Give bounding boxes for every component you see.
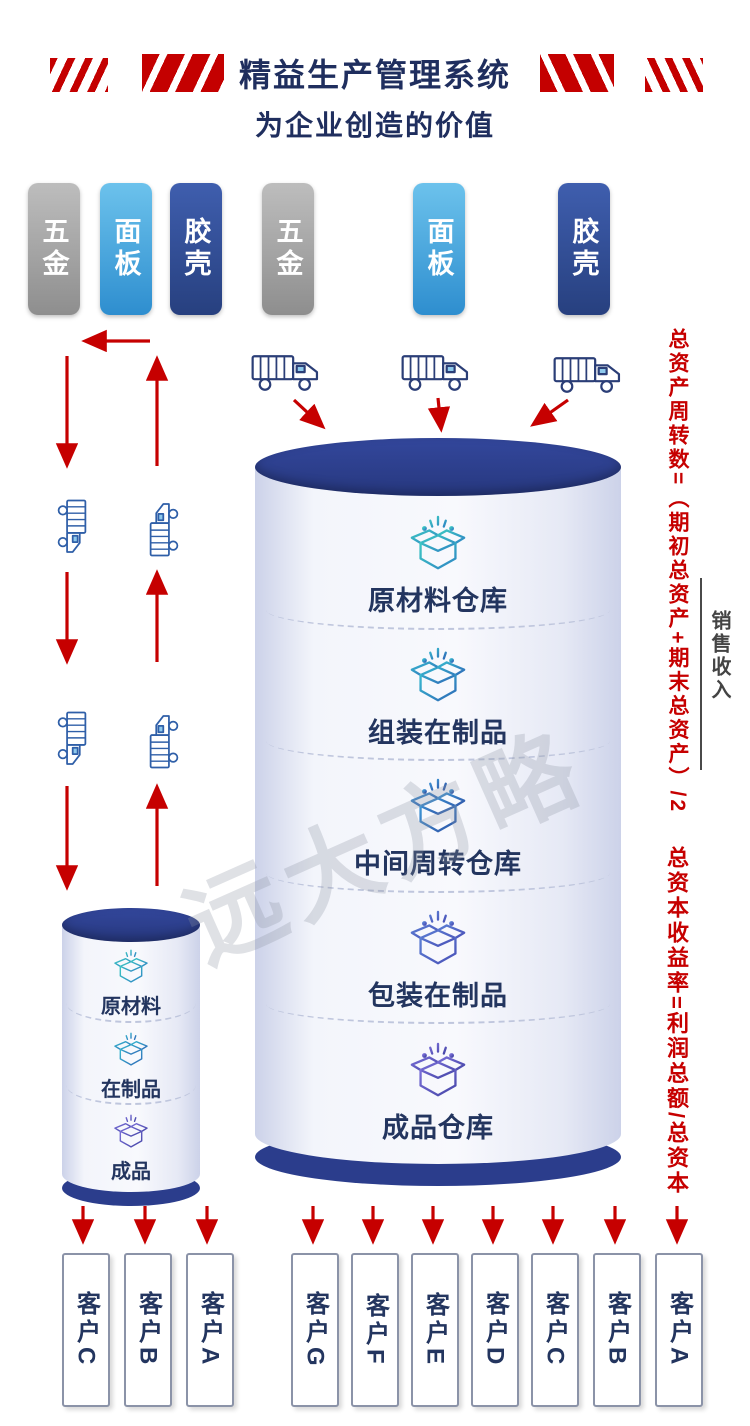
section-divider xyxy=(265,610,611,630)
material-label: 胶壳 xyxy=(180,217,211,281)
small-warehouse-cylinder: 原材料 在制品 成品 xyxy=(62,908,200,1206)
customer-box: 客户B xyxy=(124,1253,172,1407)
formula-capital-return: 总资本收益率=利润总额/总资本 xyxy=(664,846,689,1196)
open-box-icon xyxy=(410,1042,466,1097)
cylinder-top xyxy=(62,908,200,942)
customer-label: 客户B xyxy=(603,1291,631,1369)
open-box-icon xyxy=(114,949,148,983)
customer-label: 客户F xyxy=(361,1292,389,1368)
formula-asset-turnover: 总资产周转数=（期初总资产+期末总资产）/2 xyxy=(666,328,689,815)
truck-icon xyxy=(126,490,202,566)
arrow-truck-in xyxy=(292,398,326,430)
customer-label: 客户C xyxy=(72,1291,100,1369)
open-box-icon xyxy=(410,910,466,965)
fraction-bar xyxy=(700,578,702,770)
material-label: 五金 xyxy=(38,217,69,281)
truck-icon xyxy=(552,352,626,398)
section-divider xyxy=(66,1003,196,1023)
customer-box: 客户E xyxy=(411,1253,459,1407)
customer-box: 客户B xyxy=(593,1253,641,1407)
customer-label: 客户D xyxy=(481,1291,509,1369)
header-stripes-left-inner-icon xyxy=(142,54,224,92)
material-label: 五金 xyxy=(272,217,303,281)
customer-label: 客户A xyxy=(665,1291,693,1369)
open-box-icon xyxy=(114,1114,148,1148)
header-stripes-right-inner-icon xyxy=(540,54,614,92)
customer-box: 客户D xyxy=(471,1253,519,1407)
section-divider xyxy=(66,1085,196,1106)
customer-label: 客户E xyxy=(421,1291,449,1368)
section-label: 成品 xyxy=(111,1161,151,1184)
open-box-icon xyxy=(410,779,466,833)
header-stripes-left-outer-icon xyxy=(50,58,108,92)
section-divider xyxy=(265,741,611,762)
customer-box: 客户A xyxy=(655,1253,703,1407)
warehouse-section-finished: 成品仓库 xyxy=(255,1030,621,1154)
section-divider xyxy=(265,873,611,893)
material-pill-shell-2: 胶壳 xyxy=(558,183,610,315)
material-label: 面板 xyxy=(423,217,454,281)
customer-label: 客户A xyxy=(196,1291,224,1369)
page-title: 精益生产管理系统 xyxy=(238,57,511,93)
customer-label: 客户G xyxy=(301,1290,329,1370)
truck-icon xyxy=(34,702,110,778)
truck-icon xyxy=(400,350,474,396)
customer-label: 客户B xyxy=(134,1291,162,1369)
customer-label: 客户C xyxy=(541,1291,569,1369)
section-divider xyxy=(265,1004,611,1025)
customer-box: 客户C xyxy=(62,1253,110,1407)
material-pill-panel-2: 面板 xyxy=(413,183,465,315)
customer-box: 客户C xyxy=(531,1253,579,1407)
material-pill-panel-1: 面板 xyxy=(100,183,152,315)
section-label: 成品仓库 xyxy=(382,1112,494,1143)
material-pill-hardware-2: 五金 xyxy=(262,183,314,315)
main-warehouse-cylinder: 原材料仓库 组装在制品 中间周转仓库 包装在制品 成品仓库 xyxy=(255,438,621,1186)
material-label: 胶壳 xyxy=(568,217,599,281)
truck-icon xyxy=(126,702,202,778)
customer-box: 客户A xyxy=(186,1253,234,1407)
cylinder-top xyxy=(255,438,621,496)
customer-box: 客户G xyxy=(291,1253,339,1407)
open-box-icon xyxy=(114,1032,148,1066)
truck-icon xyxy=(34,490,110,566)
material-pill-hardware-1: 五金 xyxy=(28,183,80,315)
arrow-truck-in xyxy=(530,398,569,427)
open-box-icon xyxy=(410,516,466,570)
small-section-finished: 成品 xyxy=(62,1111,200,1186)
truck-icon xyxy=(250,350,324,396)
customer-box: 客户F xyxy=(351,1253,399,1407)
material-pill-shell-1: 胶壳 xyxy=(170,183,222,315)
page-subtitle: 为企业创造的价值 xyxy=(254,110,495,141)
arrow-truck-in xyxy=(427,397,451,433)
material-label: 面板 xyxy=(110,217,141,281)
formula-numerator: 销售收入 xyxy=(708,610,730,702)
open-box-icon xyxy=(410,647,466,702)
header-stripes-right-outer-icon xyxy=(645,58,703,92)
